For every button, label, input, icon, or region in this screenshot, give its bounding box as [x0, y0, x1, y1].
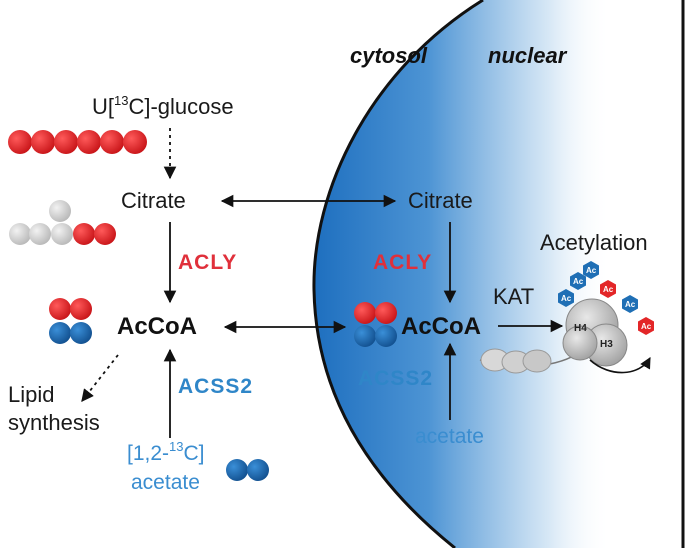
nucleus — [312, 0, 695, 550]
acetyl-mark-blue: Ac — [570, 272, 586, 290]
acetyl-mark-red: Ac — [600, 280, 616, 298]
carbon-atom — [49, 298, 71, 320]
carbon-atom — [73, 223, 95, 245]
carbon-atom — [51, 223, 73, 245]
dna-wrap-arrow — [589, 357, 651, 374]
carbon-atom — [375, 302, 397, 324]
acly-nuclear-label: ACLY — [373, 251, 432, 274]
carbon-atom — [8, 130, 32, 154]
acetyl-mark-blue: Ac — [558, 289, 574, 307]
nuclear-label: nuclear — [488, 43, 568, 68]
carbon-atom — [226, 459, 248, 481]
carbon-atom — [9, 223, 31, 245]
acetyl-mark-blue: Ac — [583, 261, 599, 279]
h3-label: H3 — [600, 339, 613, 350]
synthesis-label: synthesis — [8, 410, 100, 435]
acetate-carbon-pair — [226, 459, 269, 481]
cytosol-label: cytosol — [350, 43, 428, 68]
nucleus-fill — [313, 0, 695, 548]
carbon-atom — [100, 130, 124, 154]
lipid-synthesis-arrow — [81, 354, 119, 402]
histone-octamer — [562, 325, 598, 361]
citrate-carbon-cluster — [9, 200, 116, 245]
nucleosome: H4 H3 — [562, 298, 651, 374]
citrate-nuclear-label: Citrate — [408, 188, 473, 213]
carbon-atom — [123, 130, 147, 154]
carbon-atom — [49, 200, 71, 222]
carbon-atom — [77, 130, 101, 154]
acetyl-mark-blue: Ac — [622, 295, 638, 313]
acss2-cytosol-label: ACSS2 — [178, 375, 253, 398]
carbon-atom — [29, 223, 51, 245]
carbon-atom — [94, 223, 116, 245]
citrate-cytosol-label: Citrate — [121, 188, 186, 213]
carbon-atom — [354, 302, 376, 324]
svg-text:Ac: Ac — [573, 277, 584, 286]
acetate-cytosol-label: acetate — [131, 471, 200, 494]
acetyl-marks: Ac Ac Ac Ac Ac Ac — [558, 261, 654, 335]
glucose-label: U[13C]-glucose — [92, 93, 234, 119]
acetylation-label: Acetylation — [540, 230, 648, 255]
h4-label: H4 — [574, 323, 587, 334]
carbon-atom — [54, 130, 78, 154]
svg-text:Ac: Ac — [641, 322, 652, 331]
svg-text:Ac: Ac — [625, 300, 636, 309]
carbon-atom — [70, 322, 92, 344]
acetyl-mark-red: Ac — [638, 317, 654, 335]
acetate-tracer-label: [1,2-13C] — [127, 439, 205, 465]
accoa-cytosol-label: AcCoA — [117, 313, 197, 340]
carbon-atom — [354, 325, 376, 347]
carbon-atom — [375, 325, 397, 347]
accoa-cytosol-atoms — [49, 298, 92, 344]
carbon-atom — [70, 298, 92, 320]
accoa-nuclear-label: AcCoA — [401, 313, 481, 340]
nucleosome-bead — [522, 349, 552, 373]
glucose-carbon-chain — [8, 130, 147, 154]
svg-text:Ac: Ac — [561, 294, 572, 303]
acss2-nuclear-label: ACSS2 — [358, 367, 433, 390]
acetate-nuclear-label: acetate — [415, 425, 484, 448]
acly-cytosol-label: ACLY — [178, 251, 237, 274]
carbon-atom — [31, 130, 55, 154]
nuclear-envelope — [312, 0, 484, 550]
lipid-label: Lipid — [8, 382, 54, 407]
carbon-atom — [247, 459, 269, 481]
carbon-atom — [49, 322, 71, 344]
chromatin-fiber — [479, 348, 581, 374]
accoa-nuclear-atoms — [354, 302, 397, 347]
svg-text:Ac: Ac — [603, 285, 614, 294]
kat-label: KAT — [493, 284, 534, 309]
svg-text:Ac: Ac — [586, 266, 597, 275]
